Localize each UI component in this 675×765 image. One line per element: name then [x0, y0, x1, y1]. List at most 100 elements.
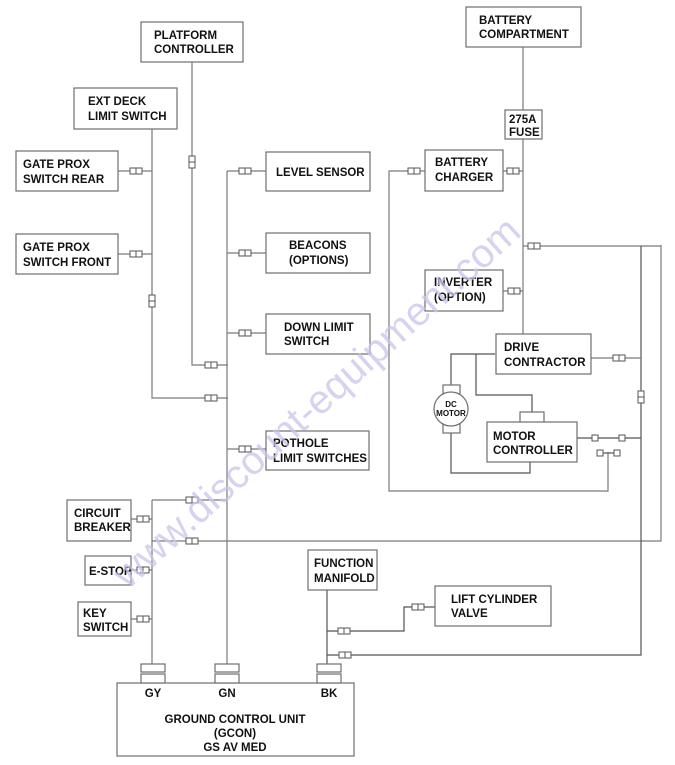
- connector: [188, 155, 196, 169]
- e-stop: E-STOP: [84, 555, 132, 586]
- port-bk-label: BK: [321, 688, 338, 700]
- connector: [204, 361, 218, 369]
- svg-text:INVERTER: INVERTER: [434, 277, 493, 289]
- svg-text:275A: 275A: [509, 114, 537, 126]
- svg-text:KEY: KEY: [83, 608, 107, 620]
- connector: [591, 434, 626, 442]
- svg-text:LIMIT SWITCHES: LIMIT SWITCHES: [273, 453, 367, 465]
- svg-text:POTHOLE: POTHOLE: [273, 438, 329, 450]
- svg-text:BATTERY: BATTERY: [435, 157, 488, 169]
- port-bk-connector: [316, 663, 342, 684]
- down-limit-switch: DOWN LIMIT SWITCH: [265, 313, 371, 355]
- svg-text:CONTROLLER: CONTROLLER: [154, 44, 235, 56]
- connectors: [129, 155, 645, 659]
- svg-text:LIMIT SWITCH: LIMIT SWITCH: [88, 111, 167, 123]
- pothole-limit-switches: POTHOLE LIMIT SWITCHES: [265, 430, 370, 471]
- connector: [148, 294, 156, 308]
- svg-text:(OPTIONS): (OPTIONS): [289, 255, 349, 267]
- function-manifold: FUNCTION MANIFOLD: [307, 549, 378, 591]
- svg-text:CONTROLLER: CONTROLLER: [493, 445, 574, 457]
- connector: [527, 242, 541, 250]
- wire-drive-mc: [475, 354, 533, 412]
- svg-text:DRIVE: DRIVE: [504, 342, 539, 354]
- svg-text:CONTRACTOR: CONTRACTOR: [504, 357, 586, 369]
- connector: [185, 496, 199, 504]
- svg-text:EXT DECK: EXT DECK: [88, 96, 147, 108]
- connector: [129, 167, 143, 175]
- svg-text:GATE PROX: GATE PROX: [23, 159, 90, 171]
- wire-platform-controller: [191, 62, 228, 366]
- port-gn-connector: [214, 663, 240, 684]
- port-gy-label: GY: [145, 688, 162, 700]
- wire-lift-cylinder: [327, 606, 436, 632]
- connector: [612, 354, 626, 362]
- svg-text:BATTERY: BATTERY: [479, 15, 532, 27]
- svg-text:SWITCH REAR: SWITCH REAR: [23, 174, 105, 186]
- svg-text:SWITCH: SWITCH: [284, 336, 329, 348]
- svg-text:(GCON): (GCON): [214, 728, 256, 740]
- svg-text:FUSE: FUSE: [509, 127, 540, 139]
- circuit-breaker: CIRCUIT BREAKER: [66, 499, 132, 542]
- connector: [136, 566, 150, 574]
- svg-text:BEACONS: BEACONS: [289, 240, 347, 252]
- dc-motor: DC MOTOR: [433, 384, 469, 434]
- connector: [507, 287, 521, 295]
- svg-text:MANIFOLD: MANIFOLD: [314, 573, 375, 585]
- svg-text:E-STOP: E-STOP: [89, 566, 132, 578]
- svg-text:SWITCH FRONT: SWITCH FRONT: [23, 257, 111, 269]
- connector: [637, 390, 645, 404]
- connector: [338, 651, 352, 659]
- key-switch: KEY SWITCH: [77, 601, 132, 637]
- wire-motor-mc-bottom: [450, 433, 531, 474]
- svg-text:DC: DC: [445, 400, 457, 409]
- svg-text:VALVE: VALVE: [451, 608, 488, 620]
- drive-contractor: DRIVE CONTRACTOR: [495, 333, 592, 375]
- ext-deck-limit-switch: EXT DECK LIMIT SWITCH: [73, 87, 178, 130]
- svg-text:MOTOR: MOTOR: [493, 431, 536, 443]
- battery-compartment: BATTERY COMPARTMENT: [465, 6, 582, 48]
- port-gn-label: GN: [218, 688, 235, 700]
- svg-text:COMPARTMENT: COMPARTMENT: [479, 29, 569, 41]
- svg-text:LEVEL SENSOR: LEVEL SENSOR: [276, 167, 365, 179]
- svg-text:DOWN LIMIT: DOWN LIMIT: [284, 322, 354, 334]
- svg-text:BREAKER: BREAKER: [74, 522, 132, 534]
- svg-text:(OPTION): (OPTION): [434, 292, 486, 304]
- connector: [129, 250, 143, 258]
- connector: [238, 249, 252, 257]
- connector: [238, 445, 252, 453]
- inverter: INVERTER (OPTION): [424, 269, 504, 312]
- ground-control-unit: GY GN BK GROUND CONTROL UNIT (GCON) GS A…: [116, 663, 355, 757]
- svg-text:MOTOR: MOTOR: [436, 409, 466, 418]
- connector: [204, 394, 218, 402]
- svg-text:CIRCUIT: CIRCUIT: [74, 508, 121, 520]
- svg-text:CHARGER: CHARGER: [435, 172, 494, 184]
- gate-prox-switch-front: GATE PROX SWITCH FRONT: [15, 233, 119, 275]
- connector: [136, 615, 150, 623]
- battery-charger: BATTERY CHARGER: [424, 149, 504, 192]
- connector: [506, 167, 520, 175]
- port-gy-connector: [140, 663, 166, 684]
- svg-text:GS AV MED: GS AV MED: [203, 742, 266, 754]
- connector: [411, 603, 425, 611]
- connector: [337, 627, 351, 635]
- connector: [238, 167, 252, 175]
- svg-text:SWITCH: SWITCH: [83, 622, 128, 634]
- svg-text:PLATFORM: PLATFORM: [154, 30, 217, 42]
- wire-right-bus: [327, 246, 642, 656]
- wire-drive-motor: [450, 353, 495, 385]
- wire-ext-deck: [151, 129, 228, 399]
- svg-text:GROUND CONTROL UNIT: GROUND CONTROL UNIT: [165, 714, 306, 726]
- level-sensor: LEVEL SENSOR: [265, 151, 371, 192]
- wire-charger-left: [388, 170, 609, 492]
- connector: [407, 167, 421, 175]
- lift-cylinder-valve: LIFT CYLINDER VALVE: [434, 585, 552, 627]
- connector: [136, 515, 150, 523]
- svg-text:GATE PROX: GATE PROX: [23, 242, 90, 254]
- connector: [596, 449, 621, 457]
- connector: [185, 537, 199, 545]
- connector: [238, 329, 252, 337]
- wire-main-horizontal: [152, 245, 662, 542]
- beacons: BEACONS (OPTIONS): [265, 232, 371, 274]
- fuse-275a: 275A FUSE: [504, 109, 543, 140]
